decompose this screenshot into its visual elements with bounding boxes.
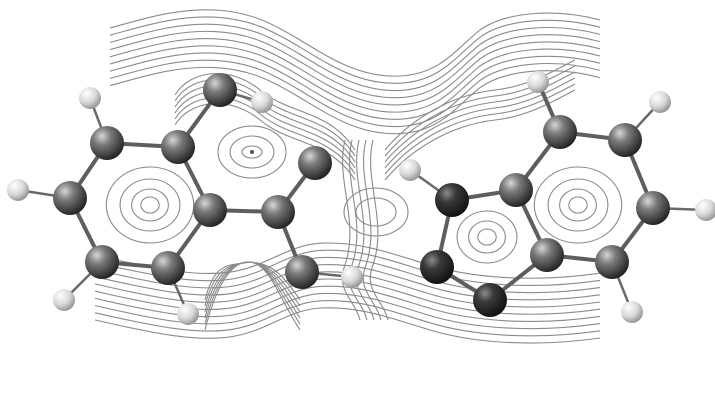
hydrogen-atom	[251, 91, 273, 113]
central-contour-line	[355, 139, 375, 321]
hydrogen-atom	[527, 71, 549, 93]
hydrogen-atom	[7, 179, 29, 201]
ring-contour	[559, 188, 597, 222]
atom	[285, 255, 319, 289]
atom	[161, 130, 195, 164]
central-loop	[343, 187, 409, 237]
ring-contour	[105, 166, 195, 244]
atom	[473, 283, 507, 317]
oxygen-loop	[241, 145, 263, 159]
bottom-contour-line	[94, 307, 601, 344]
top-contour-line	[109, 59, 601, 127]
atom	[193, 193, 227, 227]
inner-contour-line	[174, 103, 356, 181]
atom	[636, 191, 670, 225]
ring-contours	[105, 166, 623, 264]
atom	[203, 73, 237, 107]
central-loop	[355, 197, 397, 227]
ring-contour	[547, 178, 609, 232]
inner-contour-line	[174, 97, 356, 175]
atom	[435, 183, 469, 217]
atom	[499, 173, 533, 207]
top-contour-line	[109, 9, 601, 77]
hydrogen-atom	[621, 301, 643, 323]
inner-contour-line	[384, 83, 576, 175]
central-contour-line	[362, 139, 382, 321]
bottom-contour-line	[94, 242, 601, 279]
top-contour-line	[109, 23, 601, 91]
atom	[530, 238, 564, 272]
oxygen-loop	[217, 125, 287, 179]
ring-contour	[456, 210, 518, 264]
ring-contour	[568, 196, 588, 214]
hydrogen-atom	[53, 289, 75, 311]
hydrogen-atom	[399, 159, 421, 181]
atom	[608, 123, 642, 157]
top-contour-line	[109, 30, 601, 99]
hydrogen-atom	[177, 303, 199, 325]
ring-contour	[131, 188, 169, 222]
hydrogen-atom	[341, 266, 363, 288]
top-contour-line	[109, 52, 601, 120]
atom	[420, 250, 454, 284]
inner-contour-line	[174, 73, 356, 151]
central-contour-line	[348, 139, 368, 321]
top-contour-line	[109, 38, 601, 106]
hydrogen-atom	[695, 199, 715, 221]
lower-contour-line	[204, 261, 301, 301]
central-contour-line	[369, 139, 389, 321]
ring-contour	[533, 166, 623, 244]
top-contour-line	[109, 45, 601, 113]
atom	[90, 126, 124, 160]
atom	[543, 115, 577, 149]
atom	[85, 245, 119, 279]
atoms	[7, 71, 715, 325]
inner-contour-line	[384, 59, 576, 151]
atom	[595, 245, 629, 279]
atom	[151, 251, 185, 285]
atom	[261, 195, 295, 229]
hydrogen-atom	[649, 91, 671, 113]
oxygen-loop	[229, 135, 275, 169]
central-contour-line	[341, 139, 361, 321]
bottom-contour-line	[94, 300, 601, 337]
hydrogen-atom	[79, 87, 101, 109]
ring-contour	[140, 196, 160, 214]
inner-contour-line	[384, 89, 576, 181]
atom	[298, 146, 332, 180]
ring-contour	[468, 220, 506, 254]
inner-contour-line	[384, 65, 576, 157]
inner-contour-line	[384, 71, 576, 163]
top-contour-line	[109, 66, 601, 135]
atom	[53, 181, 87, 215]
critical-point	[250, 150, 254, 154]
ring-contour	[119, 178, 181, 232]
top-contour-line	[109, 16, 601, 84]
ring-contour	[477, 228, 497, 246]
inner-contour-line	[384, 77, 576, 169]
